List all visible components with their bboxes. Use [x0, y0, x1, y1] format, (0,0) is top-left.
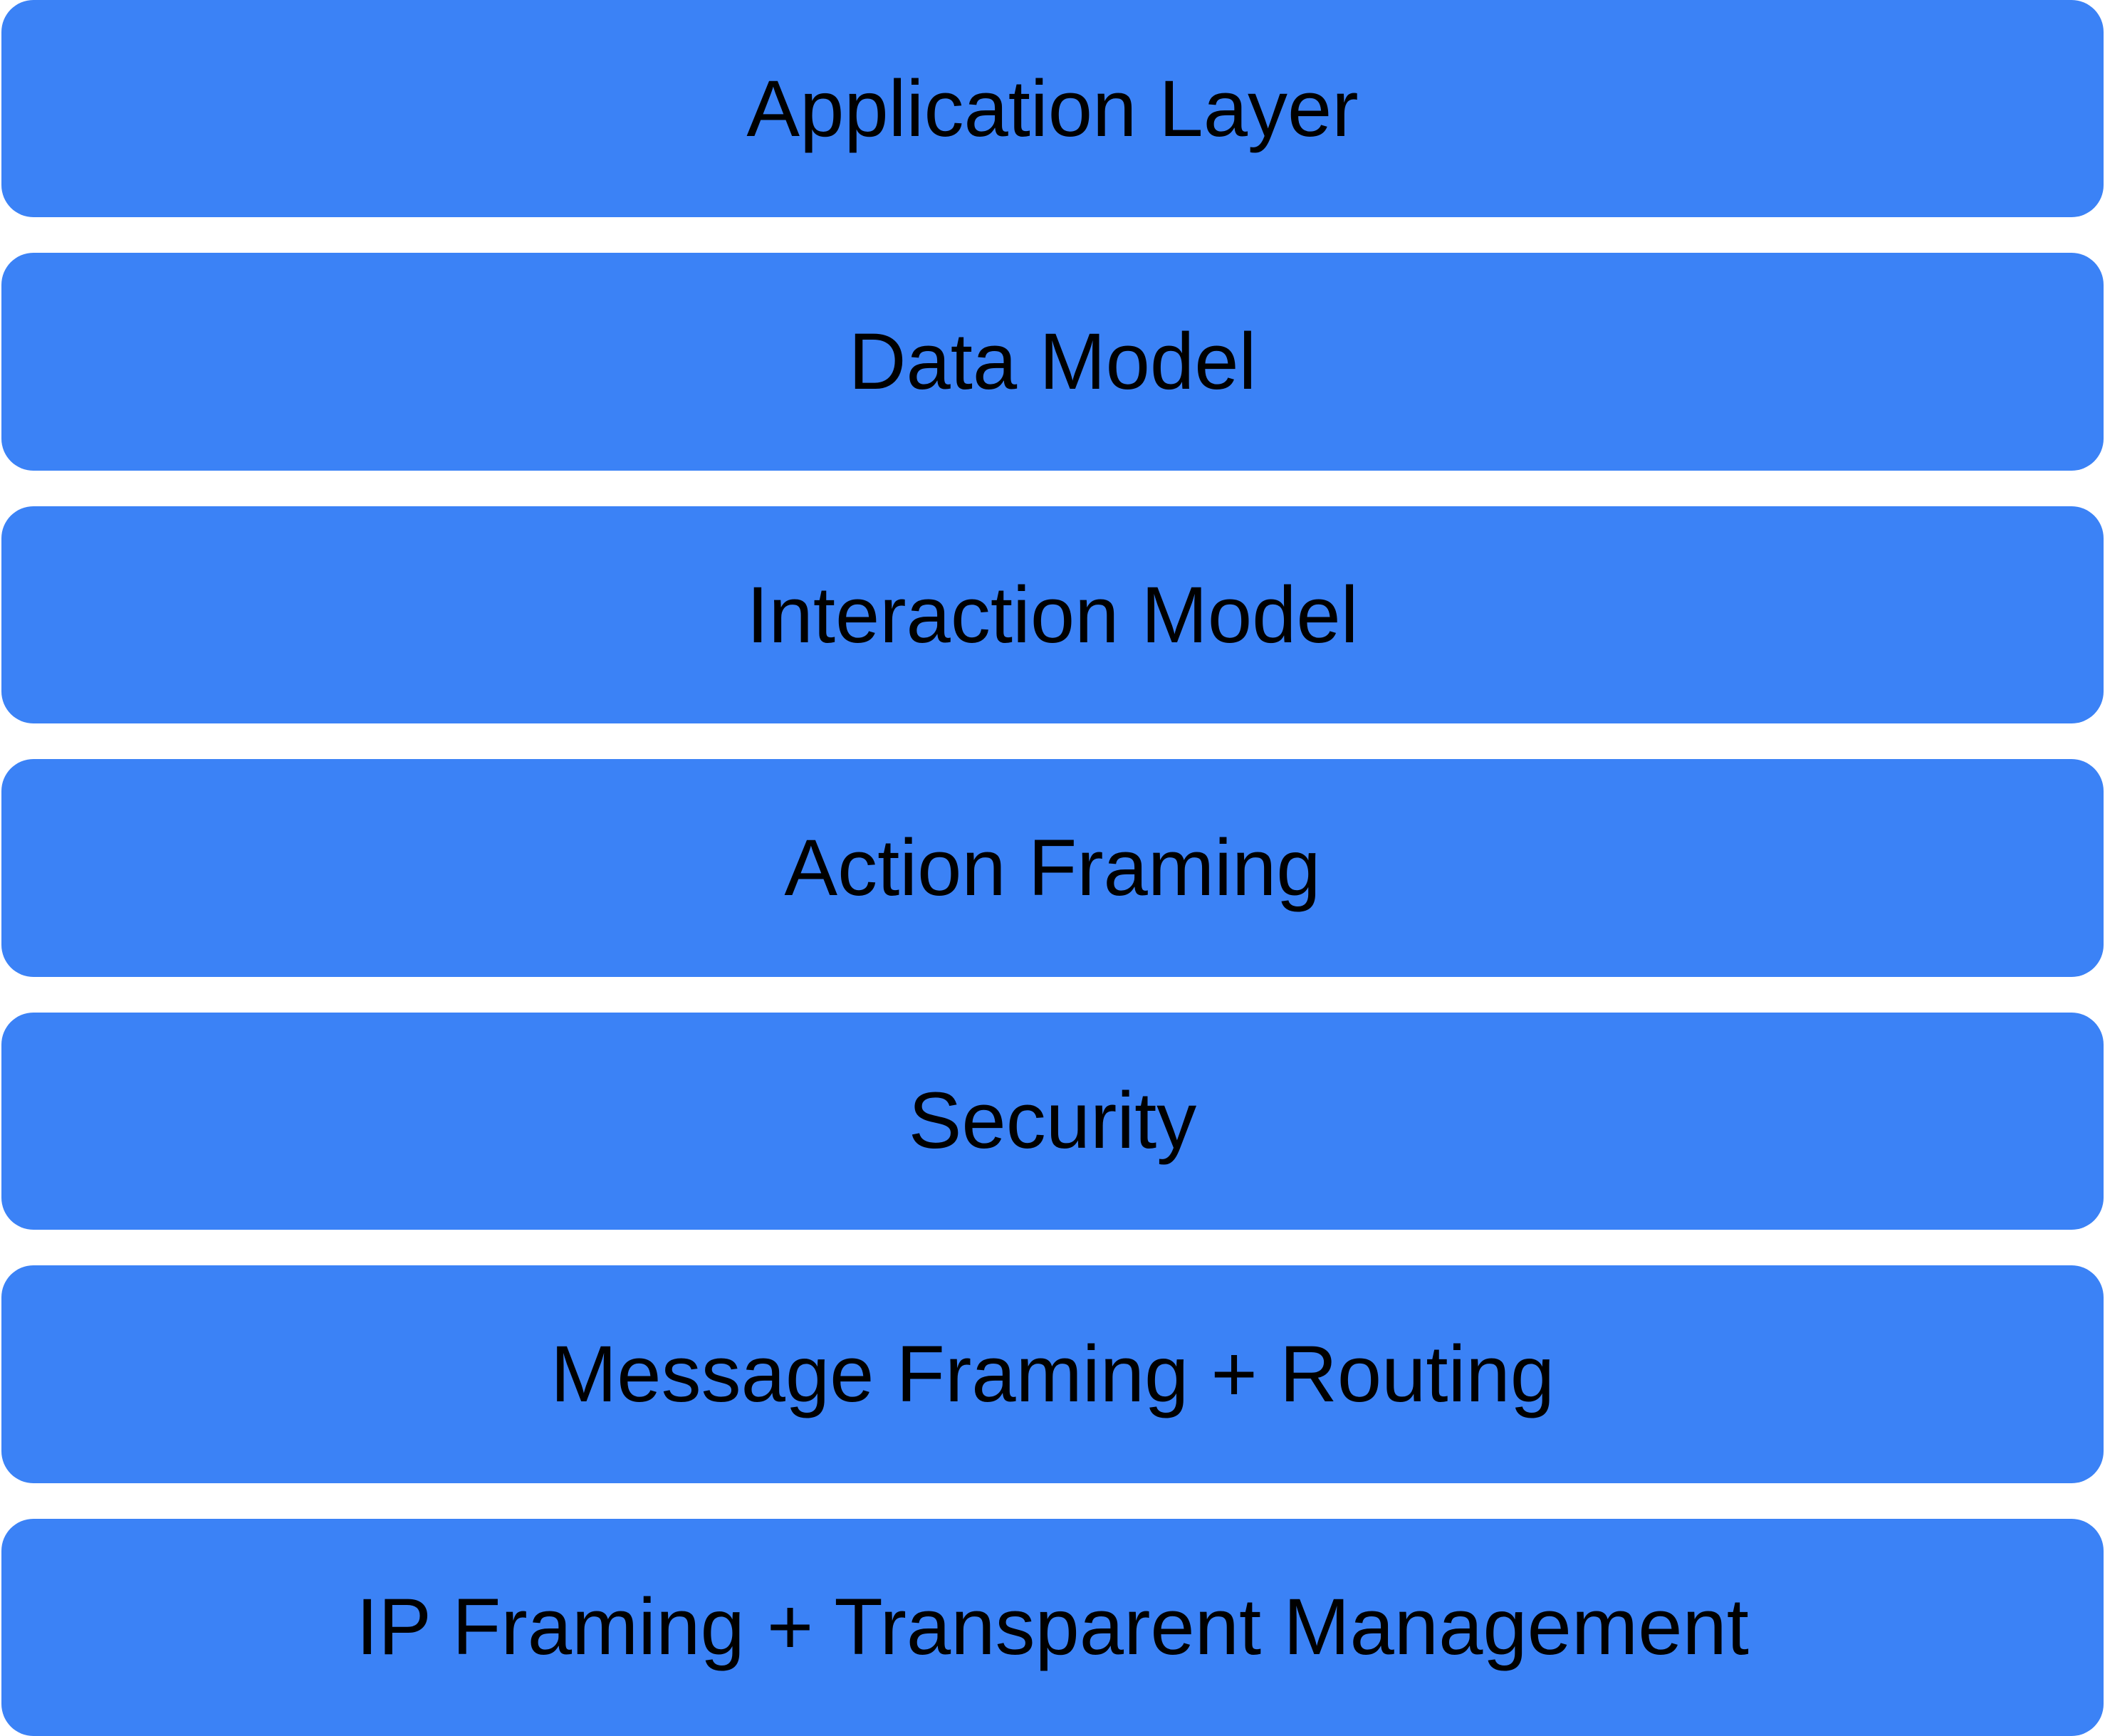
- layer-security: Security: [1, 1012, 2104, 1230]
- layer-data-model-label: Data Model: [848, 317, 1257, 407]
- layer-application-label: Application Layer: [746, 63, 1359, 153]
- layer-message-framing-routing: Message Framing + Routing: [1, 1265, 2104, 1483]
- layer-data-model: Data Model: [1, 253, 2104, 471]
- layer-action-framing: Action Framing: [1, 759, 2104, 977]
- layer-interaction-model-label: Interaction Model: [746, 570, 1359, 659]
- layer-message-framing-routing-label: Message Framing + Routing: [550, 1329, 1555, 1418]
- layer-ip-framing-transparent-management: IP Framing + Transparent Management: [1, 1518, 2104, 1736]
- layer-interaction-model: Interaction Model: [1, 506, 2104, 724]
- layer-application: Application Layer: [1, 0, 2104, 218]
- layer-action-framing-label: Action Framing: [784, 822, 1321, 912]
- layer-ip-framing-transparent-management-label: IP Framing + Transparent Management: [356, 1582, 1749, 1672]
- layer-security-label: Security: [908, 1076, 1197, 1166]
